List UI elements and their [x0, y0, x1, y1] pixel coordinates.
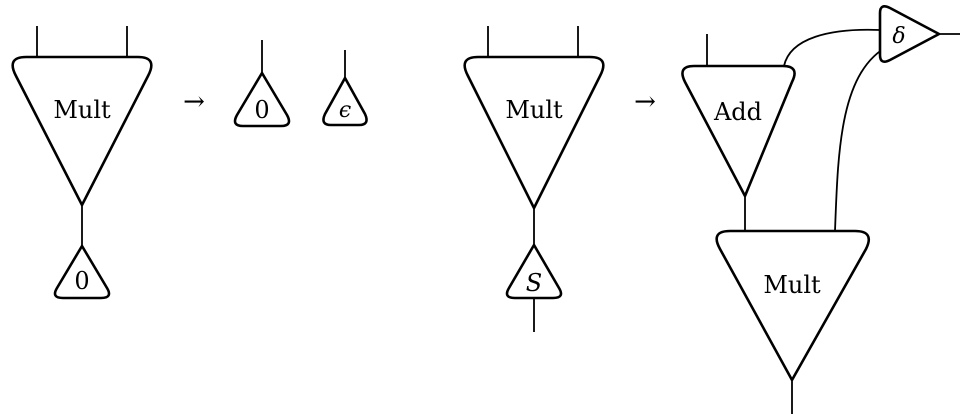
- rule1-arrow: →: [183, 87, 205, 117]
- rule1-rhs-epsilon-node: [322, 76, 368, 127]
- rule1-rhs-epsilon-label: ϵ: [339, 98, 351, 123]
- rule2-add-label: Add: [713, 98, 762, 126]
- rule1-mult-label: Mult: [53, 96, 111, 124]
- rule2-rhs-mult-node: [715, 229, 870, 382]
- rule1-rhs: 0 ϵ: [233, 40, 368, 128]
- rule1-lhs: Mult 0: [11, 26, 153, 300]
- rule1-rhs-zero-node: [233, 71, 291, 128]
- rule2-arrow: →: [634, 87, 656, 117]
- rule2-delta-label: δ: [892, 24, 905, 49]
- rule1-mult-node: [11, 55, 153, 207]
- rule2-add-node: [681, 64, 796, 198]
- rule1-rhs-zero-label: 0: [254, 96, 269, 124]
- rule2-mult-to-delta-wire: [834, 44, 891, 232]
- rule2-add-to-delta-wire: [783, 28, 881, 67]
- rule2-lhs: Mult S: [463, 26, 605, 332]
- rule2-successor-label: S: [526, 269, 542, 297]
- rule2-rhs-mult-label: Mult: [763, 271, 821, 299]
- rule1-zero-label: 0: [74, 267, 89, 295]
- rule2-mult-node: [463, 55, 605, 210]
- rule2-delta-node: [878, 5, 941, 63]
- rule2-rhs: Add Mult δ: [681, 5, 960, 414]
- rule2-mult-label: Mult: [505, 96, 563, 124]
- rule1-zero-node: [53, 244, 111, 300]
